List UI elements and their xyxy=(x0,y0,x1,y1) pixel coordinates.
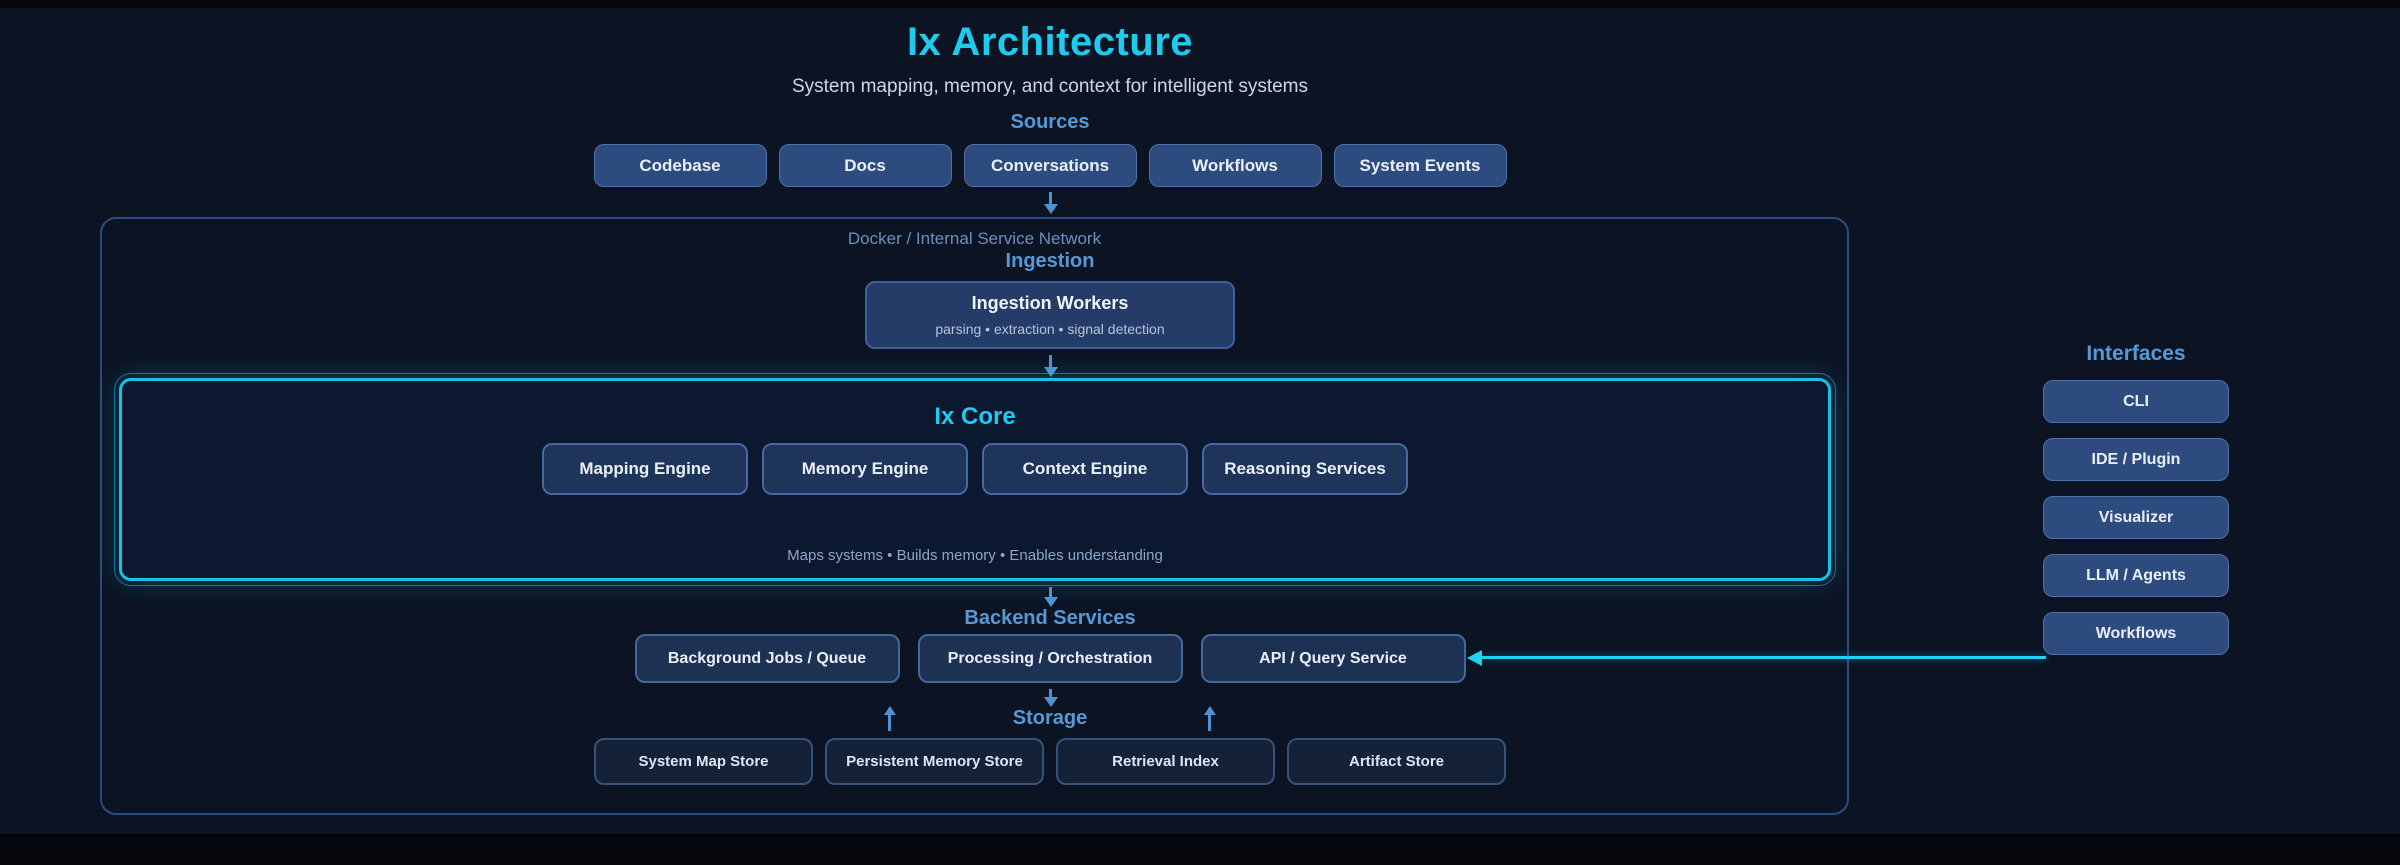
ingestion-workers-subtitle: parsing • extraction • signal detection xyxy=(935,321,1165,337)
node-mapping-engine: Mapping Engine xyxy=(542,443,748,495)
section-heading-backend: Backend Services xyxy=(964,607,1136,629)
node-context-engine: Context Engine xyxy=(982,443,1188,495)
node-background-jobs-queue: Background Jobs / Queue xyxy=(634,634,900,683)
node-reasoning-services: Reasoning Services xyxy=(1202,443,1408,495)
ix-core-title: Ix Core xyxy=(934,403,1016,430)
arrow-interfaces-to-api-icon xyxy=(1482,656,2046,659)
interface-cli: CLI xyxy=(2043,380,2229,423)
interface-ide-plugin: IDE / Plugin xyxy=(2043,438,2229,481)
node-workflows: Workflows xyxy=(1148,144,1322,187)
section-heading-ingestion: Ingestion xyxy=(1005,250,1095,272)
page-title: Ix Architecture xyxy=(906,20,1194,64)
section-heading-storage: Storage xyxy=(1012,707,1088,729)
docker-network-container: Docker / Internal Service Network xyxy=(100,217,1849,815)
interface-workflows: Workflows xyxy=(2043,612,2229,655)
docker-network-label: Docker / Internal Service Network xyxy=(847,229,1102,248)
arrow-core-to-backend-icon xyxy=(1049,587,1052,598)
interface-llm-agents: LLM / Agents xyxy=(2043,554,2229,597)
node-system-map-store: System Map Store xyxy=(594,738,813,785)
arrow-storage-to-backend-right-icon xyxy=(1208,715,1211,731)
node-conversations: Conversations xyxy=(963,144,1137,187)
arrow-storage-to-backend-left-icon xyxy=(888,715,891,731)
core-engines-row: Mapping Engine Memory Engine Context Eng… xyxy=(122,443,1828,495)
arrow-backend-to-storage-icon xyxy=(1049,689,1052,698)
sources-row: Codebase Docs Conversations Workflows Sy… xyxy=(0,144,2100,187)
backend-row: Background Jobs / Queue Processing / Orc… xyxy=(0,634,2100,683)
section-heading-interfaces: Interfaces xyxy=(2086,342,2186,365)
node-system-events: System Events xyxy=(1333,144,1507,187)
ingestion-workers-title: Ingestion Workers xyxy=(971,293,1129,313)
storage-row: System Map Store Persistent Memory Store… xyxy=(0,738,2100,785)
arrow-ingestion-to-core-icon xyxy=(1049,355,1052,368)
arrow-sources-to-ingestion-icon xyxy=(1049,192,1052,205)
node-retrieval-index: Retrieval Index xyxy=(1056,738,1275,785)
node-ingestion-workers: Ingestion Workers parsing • extraction •… xyxy=(865,281,1235,349)
page-subtitle: System mapping, memory, and context for … xyxy=(791,76,1309,97)
node-memory-engine: Memory Engine xyxy=(762,443,968,495)
ix-core-caption: Maps systems • Builds memory • Enables u… xyxy=(787,547,1163,564)
node-docs: Docs xyxy=(778,144,952,187)
node-codebase: Codebase xyxy=(593,144,767,187)
interface-visualizer: Visualizer xyxy=(2043,496,2229,539)
node-artifact-store: Artifact Store xyxy=(1287,738,1506,785)
interfaces-column: CLI IDE / Plugin Visualizer LLM / Agents… xyxy=(2043,380,2229,655)
node-persistent-memory-store: Persistent Memory Store xyxy=(825,738,1044,785)
node-processing-orchestration: Processing / Orchestration xyxy=(917,634,1183,683)
ix-core-container: Ix Core Mapping Engine Memory Engine Con… xyxy=(114,373,1836,586)
section-heading-sources: Sources xyxy=(1010,111,1090,133)
node-api-query-service: API / Query Service xyxy=(1200,634,1466,683)
